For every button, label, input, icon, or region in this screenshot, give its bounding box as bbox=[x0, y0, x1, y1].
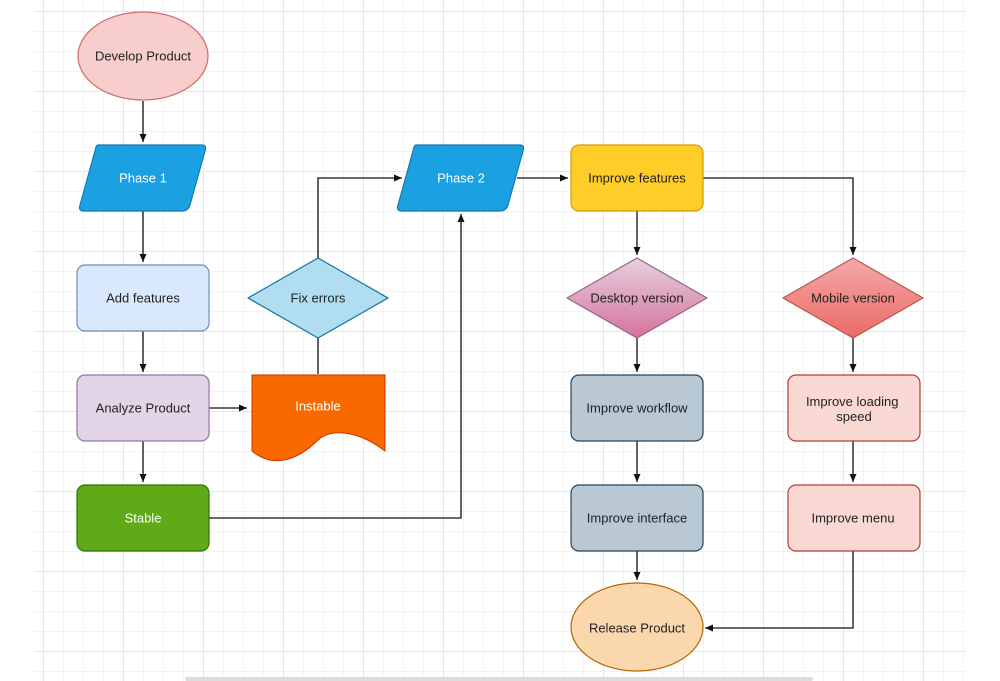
develop-product-shape bbox=[77, 11, 209, 101]
mobile-version-label: Mobile version bbox=[811, 291, 895, 306]
improve-features-shape bbox=[570, 144, 704, 212]
desktop-version-shape bbox=[566, 257, 708, 339]
connector-fix-errors-to-phase2 bbox=[317, 174, 402, 258]
develop-product-label: Develop Product bbox=[95, 49, 191, 64]
improve-loading-speed-line-2: speed bbox=[836, 409, 871, 424]
phase-2-label: Phase 2 bbox=[437, 171, 485, 186]
analyze-product-shape bbox=[76, 374, 210, 442]
analyze-product-label: Analyze Product bbox=[96, 401, 191, 416]
horizontal-scrollbar[interactable] bbox=[185, 677, 813, 681]
connectors bbox=[139, 101, 857, 632]
node-add-features[interactable]: Add features bbox=[76, 264, 210, 332]
improve-loading-speed-line-1: Improve loading bbox=[806, 394, 899, 409]
node-desktop-version[interactable]: Desktop version bbox=[566, 257, 708, 339]
fix-errors-shape bbox=[247, 257, 389, 339]
connector-improve-features-to-mobile bbox=[703, 177, 857, 255]
release-product-label: Release Product bbox=[589, 621, 685, 636]
node-stable[interactable]: Stable bbox=[76, 484, 210, 552]
phase-2-shape bbox=[396, 144, 525, 212]
instable-shape bbox=[251, 374, 386, 462]
node-mobile-version[interactable]: Mobile version bbox=[782, 257, 924, 339]
improve-workflow-label: Improve workflow bbox=[586, 401, 688, 416]
fix-errors-label: Fix errors bbox=[291, 291, 346, 306]
improve-loading-speed-label: Improve loading speed bbox=[806, 394, 902, 424]
node-phase-2[interactable]: Phase 2 bbox=[396, 144, 525, 212]
node-improve-interface[interactable]: Improve interface bbox=[570, 484, 704, 552]
node-phase-1[interactable]: Phase 1 bbox=[78, 144, 207, 212]
connector-menu-to-release bbox=[705, 551, 854, 632]
release-product-shape bbox=[570, 582, 704, 672]
improve-interface-label: Improve interface bbox=[587, 511, 687, 526]
improve-menu-label: Improve menu bbox=[811, 511, 894, 526]
improve-interface-shape bbox=[570, 484, 704, 552]
improve-workflow-shape bbox=[570, 374, 704, 442]
add-features-label: Add features bbox=[106, 291, 180, 306]
node-improve-features[interactable]: Improve features bbox=[570, 144, 704, 212]
node-release-product[interactable]: Release Product bbox=[570, 582, 704, 672]
node-fix-errors[interactable]: Fix errors bbox=[247, 257, 389, 339]
add-features-shape bbox=[76, 264, 210, 332]
connector-stable-to-phase2 bbox=[209, 214, 465, 519]
node-develop-product[interactable]: Develop Product bbox=[77, 11, 209, 101]
phase-1-label: Phase 1 bbox=[119, 171, 167, 186]
stable-label: Stable bbox=[125, 511, 162, 526]
node-instable[interactable]: Instable bbox=[251, 374, 386, 462]
phase-1-shape bbox=[78, 144, 207, 212]
stable-shape bbox=[76, 484, 210, 552]
improve-features-label: Improve features bbox=[588, 171, 686, 186]
desktop-version-label: Desktop version bbox=[590, 291, 683, 306]
improve-loading-speed-shape bbox=[787, 374, 921, 442]
diagram-canvas bbox=[34, 0, 966, 681]
mobile-version-shape bbox=[782, 257, 924, 339]
node-improve-loading-speed[interactable]: Improve loading speed bbox=[787, 374, 921, 442]
node-analyze-product[interactable]: Analyze Product bbox=[76, 374, 210, 442]
instable-label: Instable bbox=[295, 399, 341, 414]
node-improve-workflow[interactable]: Improve workflow bbox=[570, 374, 704, 442]
node-improve-menu[interactable]: Improve menu bbox=[787, 484, 921, 552]
improve-menu-shape bbox=[787, 484, 921, 552]
